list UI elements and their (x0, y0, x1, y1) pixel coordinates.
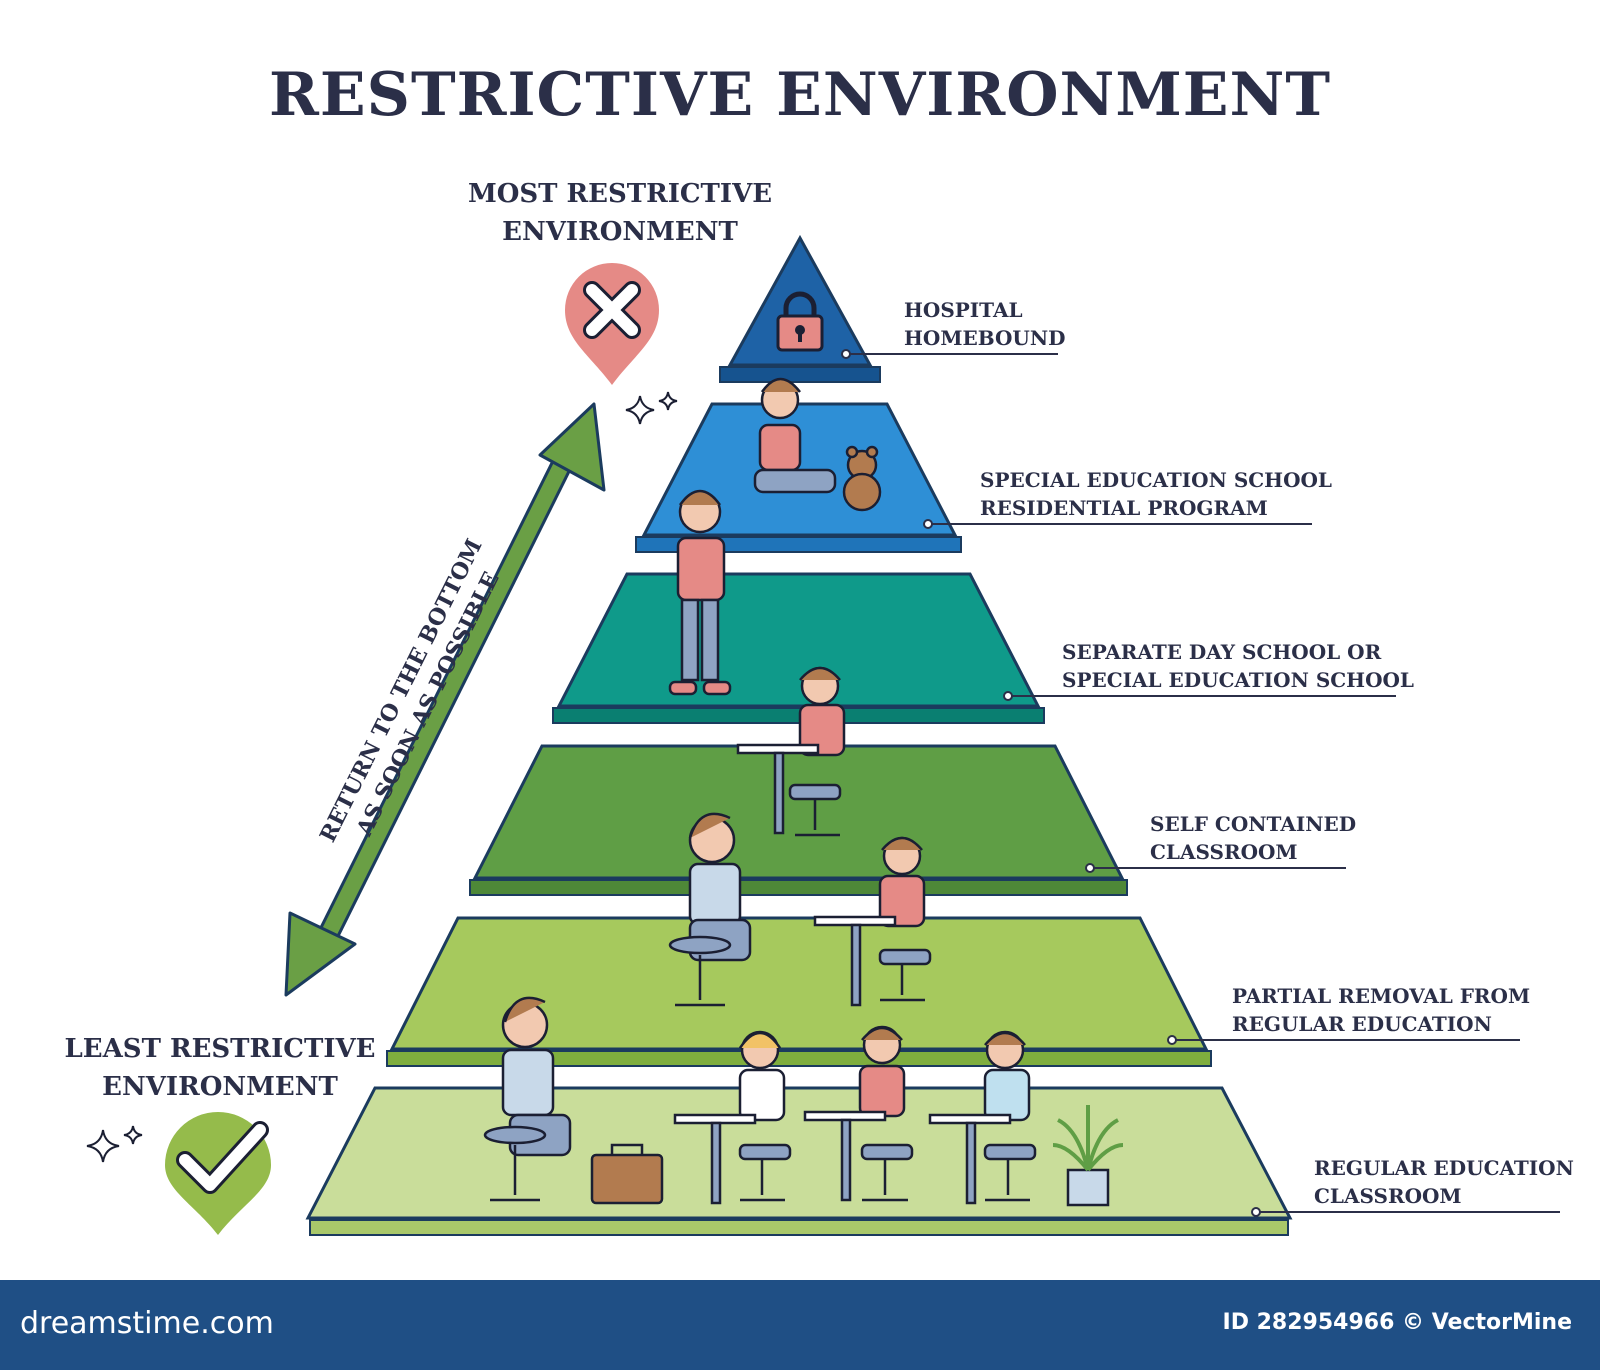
footer-bar: dreamstime.com ID 282954966 © VectorMine (0, 1280, 1600, 1370)
level-label-hospital-homebound: HOSPITAL HOMEBOUND (904, 296, 1065, 352)
tier-hospital-homebound (727, 234, 873, 367)
least-restrictive-label: LEAST RESTRICTIVE ENVIRONMENT (40, 1030, 400, 1106)
tier-self-contained-classroom-base (469, 879, 1128, 896)
tier-regular-education (305, 1086, 1293, 1220)
level-label-self-contained: SELF CONTAINED CLASSROOM (1150, 810, 1356, 866)
level-label-line2: REGULAR EDUCATION (1232, 1012, 1492, 1036)
level-label-line1: HOSPITAL (904, 298, 1023, 322)
lock-icon (776, 291, 824, 352)
arrow-label: RETURN TO THE BOTTOM AS SOON AS POSSIBLE (315, 535, 505, 846)
level-label-line1: REGULAR EDUCATION (1314, 1156, 1574, 1180)
level-label-line2: SPECIAL EDUCATION SCHOOL (1062, 668, 1414, 692)
check-pin-icon (165, 1112, 271, 1235)
level-label-line1: SPECIAL EDUCATION SCHOOL (980, 468, 1332, 492)
level-label-line2: HOMEBOUND (904, 326, 1066, 350)
level-label-partial-removal: PARTIAL REMOVAL FROM REGULAR EDUCATION (1232, 982, 1530, 1038)
footer-credit: ID 282954966 © VectorMine (1222, 1310, 1572, 1335)
least-restrictive-line2: ENVIRONMENT (102, 1072, 338, 1102)
level-label-special-education-residential: SPECIAL EDUCATION SCHOOL RESIDENTIAL PRO… (980, 466, 1332, 522)
arrow-head-up (538, 402, 606, 492)
level-connectors (841, 349, 1560, 1217)
child-standing-figure (668, 489, 732, 696)
level-label-regular-education: REGULAR EDUCATION CLASSROOM (1314, 1154, 1574, 1210)
footer-brand[interactable]: dreamstime.com (20, 1306, 274, 1341)
most-restrictive-line2: ENVIRONMENT (502, 217, 738, 247)
level-label-separate-day-school: SEPARATE DAY SCHOOL OR SPECIAL EDUCATION… (1062, 638, 1414, 694)
child-kneeling-figure (753, 377, 837, 494)
teacher-figure-2 (483, 996, 572, 1202)
level-label-line2: RESIDENTIAL PROGRAM (980, 496, 1268, 520)
teacher-figure-1 (668, 812, 752, 1007)
briefcase-icon (590, 1143, 664, 1205)
student-desk-figure-3 (673, 1030, 792, 1205)
tier-hospital-homebound-base (719, 366, 881, 383)
tier-self-contained-classroom (472, 744, 1125, 880)
student-desk-figure-5 (928, 1030, 1037, 1205)
level-label-line1: PARTIAL REMOVAL FROM (1232, 984, 1531, 1008)
most-restrictive-line1: MOST RESTRICTIVE (467, 179, 773, 209)
return-double-arrow (284, 402, 606, 997)
page-title: RESTRICTIVE ENVIRONMENT (269, 60, 1331, 130)
sparkle-icon (625, 391, 678, 425)
plant-icon (1052, 1105, 1124, 1207)
student-desk-figure-2 (813, 836, 932, 1007)
level-label-line2: CLASSROOM (1314, 1184, 1462, 1208)
level-label-line2: CLASSROOM (1150, 840, 1298, 864)
arrow-head-down (284, 911, 357, 997)
level-label-line1: SEPARATE DAY SCHOOL OR (1062, 640, 1382, 664)
student-desk-figure-4 (803, 1025, 914, 1202)
sparkle-icon (86, 1125, 143, 1163)
level-label-line1: SELF CONTAINED (1150, 812, 1357, 836)
most-restrictive-label: MOST RESTRICTIVE ENVIRONMENT (440, 175, 800, 251)
student-desk-figure-1 (736, 666, 846, 837)
children-illustrations (483, 377, 1124, 1207)
tier-separate-day-school-base (552, 707, 1045, 724)
least-restrictive-line1: LEAST RESTRICTIVE (64, 1034, 376, 1064)
cross-pin-icon (565, 263, 659, 385)
tier-regular-education-base (309, 1219, 1289, 1236)
tier-separate-day-school (556, 572, 1041, 708)
teddy-bear-icon (842, 445, 882, 512)
